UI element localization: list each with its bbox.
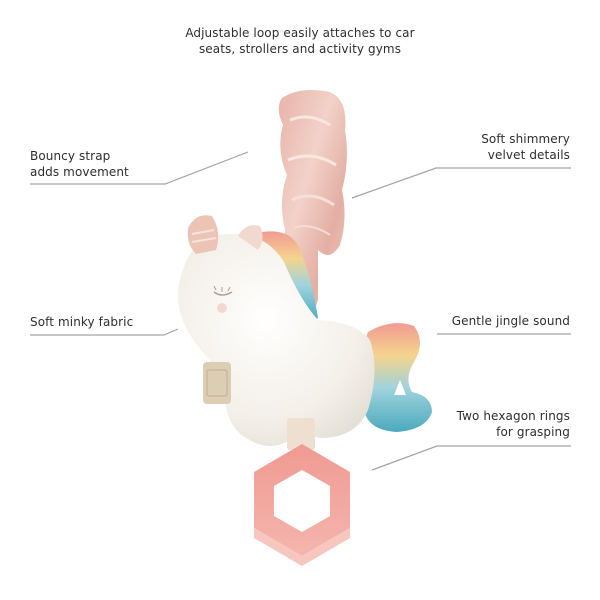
callout-line: Soft minky fabric [30, 315, 134, 329]
callout-line: Gentle jingle sound [451, 314, 570, 328]
callout-line: for grasping [496, 425, 570, 439]
leader-line-bouncy-strap [30, 151, 249, 185]
callout-line: adds movement [30, 165, 129, 179]
callout-adjustable-loop: Adjustable loop easily attaches to car s… [150, 25, 450, 57]
callout-hexagon-rings: Two hexagon rings for grasping [457, 408, 570, 440]
callout-line: seats, strollers and activity gyms [198, 42, 402, 56]
callout-minky-fabric: Soft minky fabric [30, 314, 133, 330]
callout-velvet-details: Soft shimmery velvet details [481, 131, 570, 163]
callout-line: velvet details [487, 148, 570, 162]
leader-line-hexagon [371, 445, 571, 471]
leader-line-minky [30, 328, 179, 336]
callout-bouncy-strap: Bouncy strap adds movement [30, 148, 129, 180]
callout-jingle-sound: Gentle jingle sound [452, 313, 570, 329]
callout-line: Bouncy strap [30, 149, 111, 163]
leader-line-velvet [351, 167, 571, 199]
callout-line: Two hexagon rings [456, 409, 570, 423]
ribbon-connector [287, 418, 315, 450]
rainbow-tail [363, 323, 432, 432]
hexagon-teether-ring-icon [254, 444, 350, 566]
callout-line: Soft shimmery [481, 132, 570, 146]
brand-tag-icon [203, 362, 231, 404]
callout-line: Adjustable loop easily attaches to car [185, 26, 415, 40]
